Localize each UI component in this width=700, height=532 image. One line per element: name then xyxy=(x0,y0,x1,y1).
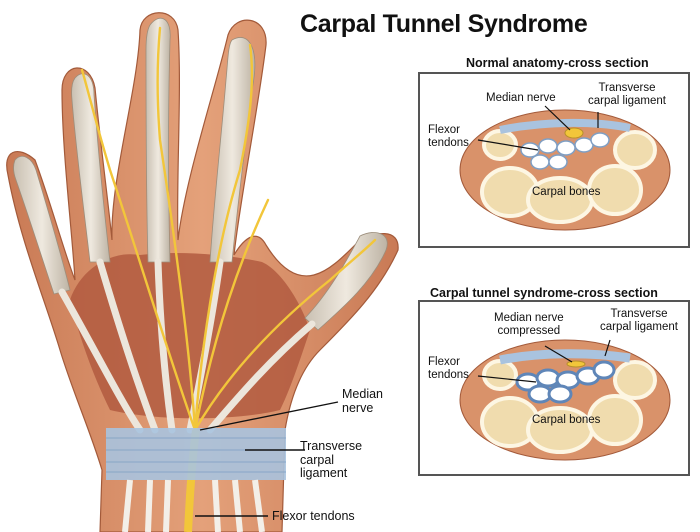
cts-label-nerve-line2: compressed xyxy=(497,324,561,337)
normal-label-transverse-ligament: Transverse carpal ligament xyxy=(588,82,666,107)
cts-panel-heading: Carpal tunnel syndrome-cross section xyxy=(430,286,658,300)
cts-median-nerve-compressed xyxy=(566,360,586,368)
median-nerve-branches xyxy=(80,26,377,432)
cts-tendons-swollen xyxy=(515,360,616,404)
normal-label-carpal-bones: Carpal bones xyxy=(532,186,601,198)
cts-label-carpal-bones: Carpal bones xyxy=(532,414,601,426)
thumb xyxy=(304,232,388,331)
cts-carpal-bones xyxy=(480,359,657,454)
finger-index xyxy=(209,37,256,263)
hand-label-flexor-tendons: Flexor tendons xyxy=(272,509,355,523)
normal-label-ligament-line1: Transverse xyxy=(598,82,656,94)
normal-carpal-bones xyxy=(480,129,657,224)
hand-label-median-nerve-line1: Median xyxy=(342,387,383,401)
hand-label-median-nerve-line2: nerve xyxy=(342,400,374,415)
cts-label-nerve-line1: Median nerve xyxy=(494,312,564,324)
cts-label-median-nerve: Median nerve compressed xyxy=(494,312,564,337)
normal-panel-heading: Normal anatomy-cross section xyxy=(466,56,649,70)
hand-label-transverse-ligament: Transverse carpal ligament xyxy=(300,439,363,481)
hand-label-ligament-line1: Transverse xyxy=(300,439,363,453)
normal-tendons xyxy=(520,132,610,170)
diagram-title: Carpal Tunnel Syndrome xyxy=(300,10,588,38)
finger-little xyxy=(13,156,71,295)
normal-label-median-nerve: Median nerve xyxy=(486,92,556,104)
hand-leader-lines xyxy=(195,401,339,517)
transverse-carpal-ligament-band xyxy=(106,428,286,480)
cts-label-transverse-ligament: Transverse carpal ligament xyxy=(600,308,678,333)
normal-label-flexor-tendons: Flexor tendons xyxy=(428,124,469,149)
forearm-tendons xyxy=(122,479,265,532)
normal-median-nerve xyxy=(564,127,584,139)
hand-label-ligament-line2: carpal xyxy=(300,452,335,467)
cts-ligament xyxy=(499,349,631,365)
cts-label-flexor-tendons: Flexor tendons xyxy=(428,356,469,381)
cts-label-ligament-line1: Transverse xyxy=(610,308,668,320)
normal-label-flexor-line1: Flexor xyxy=(428,124,460,136)
palm-muscle xyxy=(70,252,310,419)
cts-label-flexor-line2: tendons xyxy=(428,368,469,381)
normal-label-flexor-line2: tendons xyxy=(428,136,469,149)
hand-label-median-nerve: Median nerve xyxy=(342,387,383,415)
cts-label-ligament-line2: carpal ligament xyxy=(600,320,678,333)
normal-ligament xyxy=(499,118,631,134)
normal-label-ligament-line2: carpal ligament xyxy=(588,94,666,107)
cts-label-flexor-line1: Flexor xyxy=(428,356,460,368)
hand-label-ligament-line3: ligament xyxy=(300,466,348,480)
